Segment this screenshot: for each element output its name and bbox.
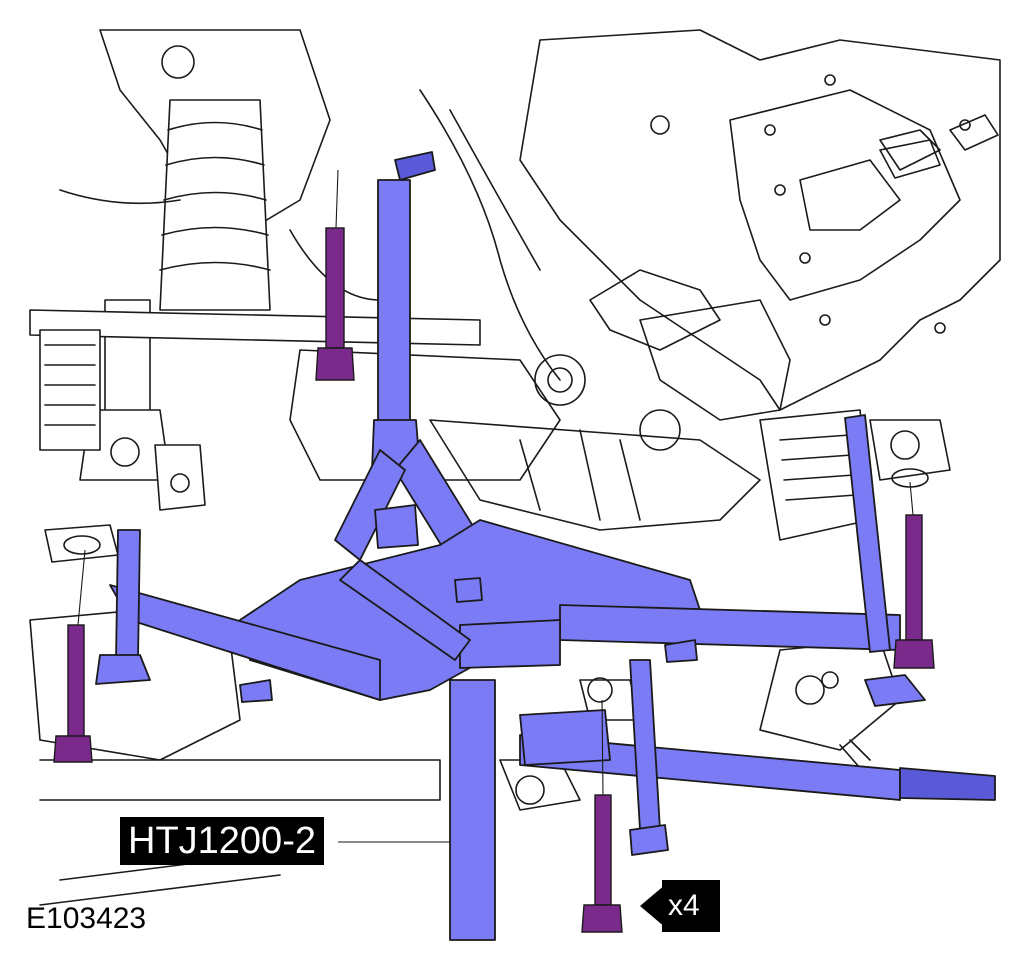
- bolt-bottom: [581, 794, 623, 933]
- quantity-label: x4: [668, 889, 700, 922]
- vehicle-underbody: [29, 29, 1001, 906]
- tool-htj1200-2: [95, 151, 996, 941]
- quantity-badge: x4: [640, 880, 720, 932]
- bolts: [53, 169, 935, 933]
- bolt-upper: [315, 227, 355, 381]
- bolt-right: [893, 514, 935, 669]
- bolt-left: [53, 624, 93, 763]
- arrow-left-icon: [640, 880, 720, 932]
- tool-label: HTJ1200-2: [120, 817, 324, 865]
- figure-id: E103423: [26, 902, 147, 935]
